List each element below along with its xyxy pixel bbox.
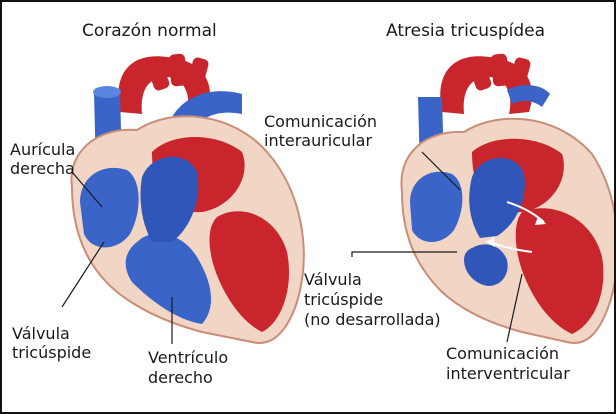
label-com-inter-ven-line1: Comunicación [446, 344, 559, 363]
title-atresia: Atresia tricuspídea [386, 22, 545, 41]
label-com-inter-aur-line2: interauricular [264, 131, 372, 150]
label-com-inter-ven-line2: interventricular [446, 364, 570, 383]
label-valvula-right-line2: tricúspide [304, 290, 383, 309]
normal-vessel-2 [169, 53, 188, 86]
label-valvula-left-line1: Válvula [12, 324, 70, 343]
label-auricula-line2: derecha [10, 159, 75, 178]
label-valvula-left-line2: tricúspide [12, 343, 91, 362]
label-auricula-line1: Aurícula [10, 140, 75, 159]
atresia-heart [352, 53, 614, 343]
normal-heart [62, 53, 304, 344]
title-normal: Corazón normal [82, 22, 217, 41]
label-com-inter-aur-line1: Comunicación [264, 112, 377, 131]
label-valvula-right-line1: Válvula [304, 270, 362, 289]
label-ventriculo-line1: Ventrículo [148, 348, 228, 367]
label-ventriculo-line2: derecho [148, 368, 213, 387]
label-valvula-right-line3: (no desarrollada) [304, 310, 441, 329]
